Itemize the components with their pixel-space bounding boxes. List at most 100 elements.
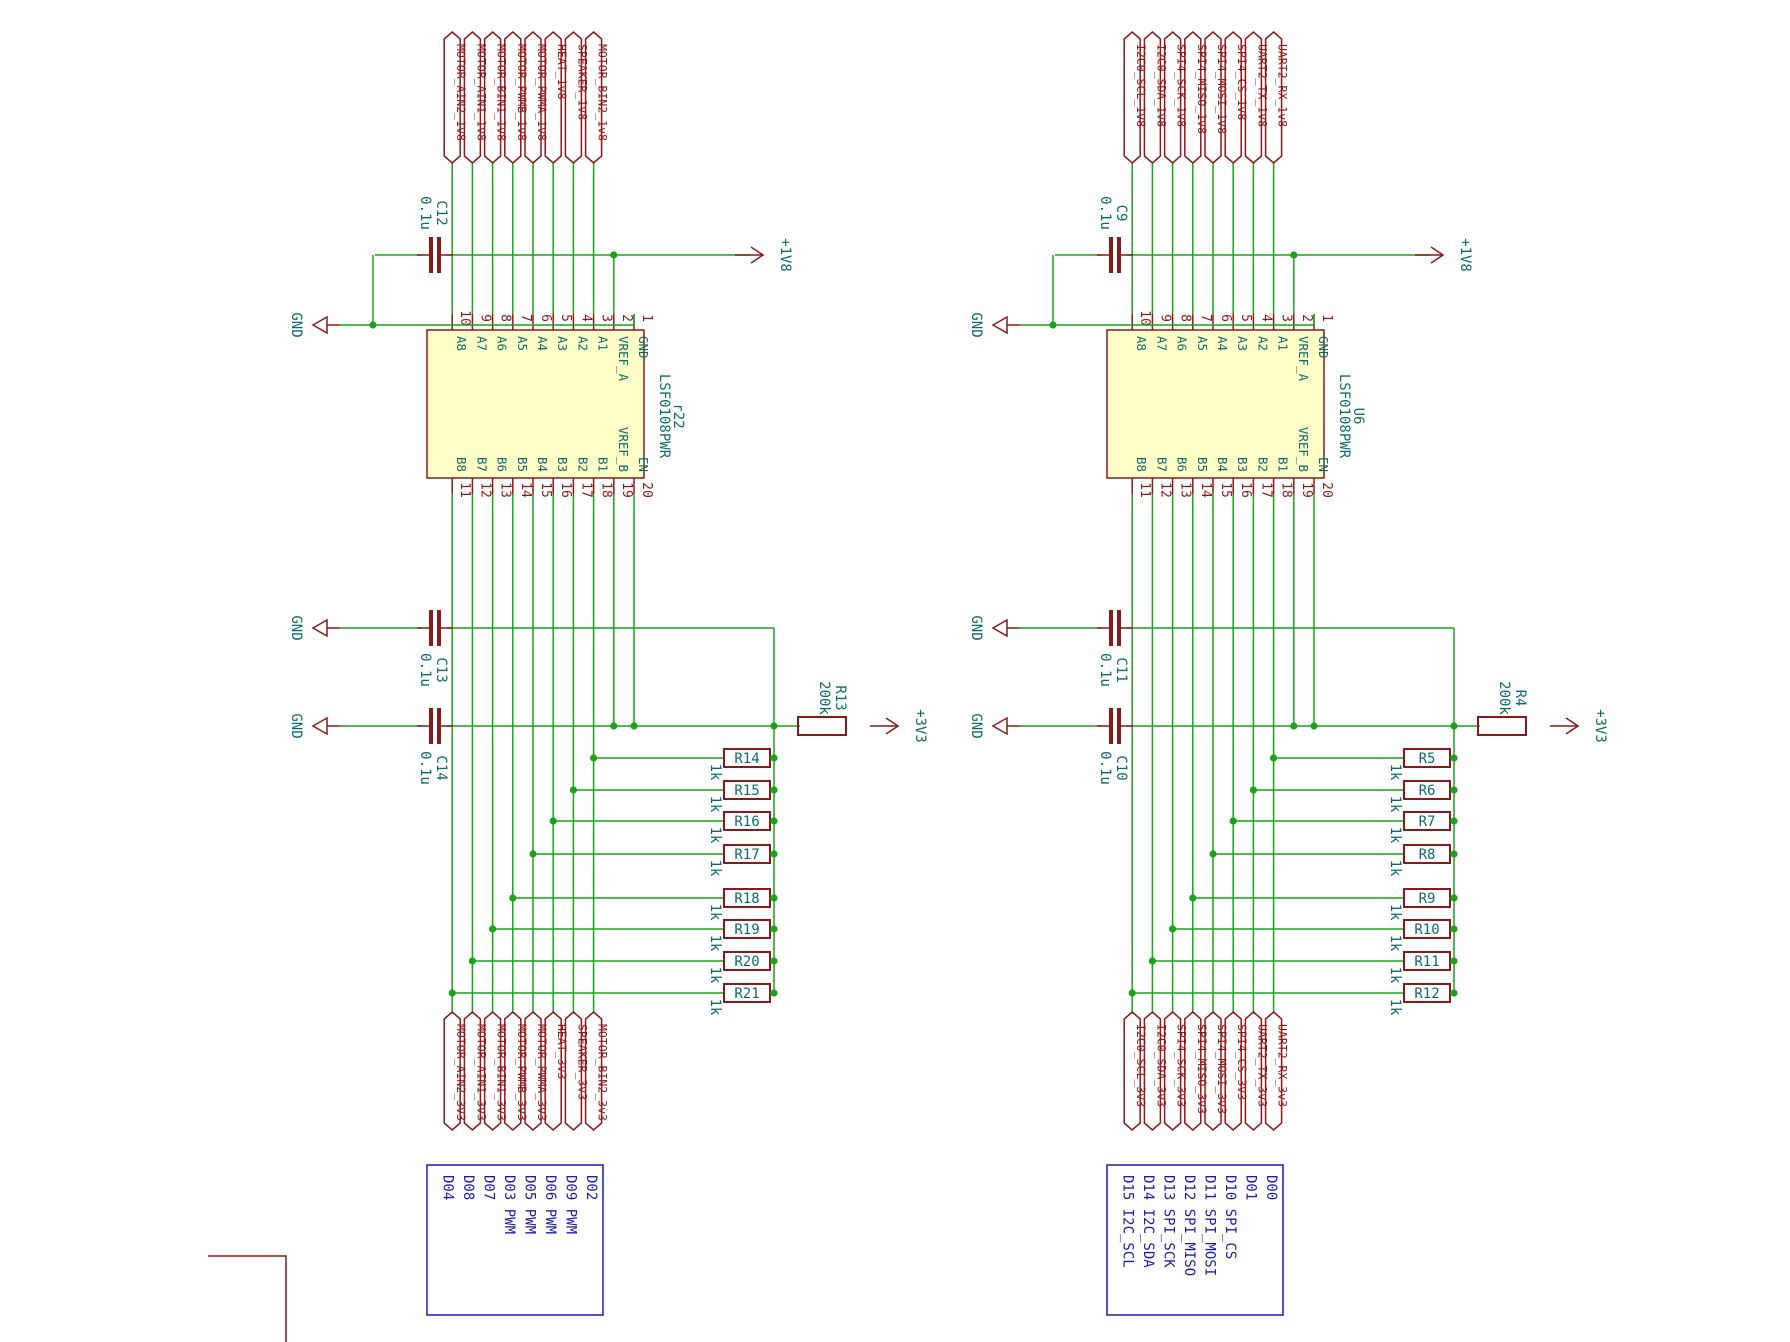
pin-name-group: B6	[1175, 457, 1190, 472]
label-3v3-shape	[463, 1011, 482, 1131]
pin-name-group: A8	[1134, 336, 1149, 351]
label-3v3: SPI4_CS_3v3	[1235, 1024, 1249, 1100]
pin-number: 18	[1279, 482, 1294, 498]
pin-number-group: 16	[558, 482, 573, 498]
pullup-value-group: 1k	[1387, 827, 1403, 844]
pullup-value-group: 1k	[1387, 860, 1403, 877]
pin-number-group: 20	[639, 482, 654, 498]
junction-dot	[509, 894, 517, 902]
pullup-value-group: 1k	[1387, 999, 1403, 1016]
pin-name: B5	[515, 457, 530, 472]
cap-low-ref: C14	[433, 755, 449, 780]
label-1v8-group: SPI4_SCK_1v8	[1175, 44, 1189, 127]
pin-name: B7	[474, 457, 489, 472]
pin-number: 15	[1218, 482, 1233, 498]
ic-body	[426, 329, 645, 479]
label-3v3-group: MOTOR_AIN1_3v3	[474, 1024, 488, 1121]
label-1v8-group: SPI4_MOSI_1v8	[1215, 44, 1229, 134]
pin-name-group: B3	[555, 457, 570, 472]
pin-name: A6	[495, 336, 510, 351]
note-box	[1106, 1164, 1284, 1316]
note-line-group: D12 SPI_MISO	[1181, 1175, 1197, 1276]
label-3v3-group: SPI4_CS_3v3	[1235, 1024, 1249, 1100]
pin-number-group: 15	[538, 482, 553, 498]
pin-number: 17	[578, 482, 593, 498]
label-1v8-shape	[584, 31, 603, 164]
label-3v3-shape	[1184, 1011, 1202, 1131]
pullup-ref: R14	[734, 751, 759, 767]
pullup-value: 1k	[1387, 967, 1403, 984]
label-3v3-group: I2C0_SCL_3v3	[1134, 1024, 1148, 1107]
label-3v3-group: UART2_TX_3v3	[1255, 1024, 1269, 1107]
pin-number-group: 20	[1319, 482, 1334, 498]
pin-name: A1	[596, 336, 611, 351]
pin-name-group: A2	[1255, 336, 1270, 351]
junction-dot	[1450, 722, 1458, 730]
pin-number-group: 17	[578, 482, 593, 498]
label-3v3-shape	[584, 1011, 603, 1131]
pin-name-group: B1	[1276, 457, 1291, 472]
label-1v8-group: MOTOR_PWMB_1v8	[515, 44, 529, 141]
junction-dot	[590, 754, 598, 762]
label-1v8: SPI4_MOSI_1v8	[1215, 44, 1229, 134]
junction-dot	[369, 321, 377, 329]
note-line: D06 PWM	[542, 1175, 558, 1234]
pin-name: B6	[1175, 457, 1190, 472]
pin-name-group: VREF_A	[616, 336, 631, 382]
pin-name: A5	[515, 336, 530, 351]
label-3v3-group: MOTOR_PWMA_3v3	[535, 1024, 549, 1121]
label-1v8: MOTOR_AIN1_1v8	[474, 44, 488, 141]
label-1v8-group: MOTOR_AIN1_1v8	[474, 44, 488, 141]
label-3v3: UART2_TX_3v3	[1255, 1024, 1269, 1107]
pin-name: VREF_B	[616, 427, 631, 472]
gnd-label: GND	[968, 615, 984, 640]
note-line: D14 I2C_SDA	[1140, 1175, 1156, 1268]
pullup-value-group: 1k	[707, 764, 723, 781]
pullup-ref: R11	[1414, 954, 1439, 970]
pin-number: 12	[477, 482, 492, 498]
label-1v8-group: MOTOR_BIN2_1v8	[596, 44, 610, 141]
pin-number: 8	[1178, 314, 1193, 322]
pin-number: 9	[1157, 314, 1172, 322]
label-1v8-shape	[483, 31, 502, 164]
pullup-value: 1k	[1387, 904, 1403, 921]
label-1v8-group: MOTOR_BIN1_1v8	[495, 44, 509, 141]
pin-number-group: 2	[1299, 314, 1314, 322]
label-3v3-group: MOTOR_PWMB_3v3	[515, 1024, 529, 1121]
pin-number: 4	[1258, 314, 1273, 322]
pin-name: A3	[555, 336, 570, 351]
junction-dot	[1049, 321, 1057, 329]
pin-name-group: B7	[1154, 457, 1169, 472]
cap-mid-ref: C13	[433, 657, 449, 682]
pin-name: B2	[1255, 457, 1270, 472]
junction-dot	[1229, 817, 1237, 825]
label-3v3-group: SPEAKER_3v3	[575, 1024, 589, 1100]
gnd-symbol	[991, 618, 1008, 638]
label-3v3: MOTOR_BIN2_3v3	[596, 1024, 610, 1121]
gnd-label: GND	[288, 713, 304, 738]
ic-value-group: LSF0108PWR	[1336, 374, 1352, 459]
pwr-3v3-label: +3V3	[1592, 709, 1608, 743]
pin-number: 6	[1218, 314, 1233, 322]
label-1v8-group: UART2_RX_1v8	[1276, 44, 1290, 127]
pullup-value: 1k	[707, 967, 723, 984]
junction-dot	[1310, 722, 1318, 730]
pin-number-group: 12	[1157, 482, 1172, 498]
rpull-ref-group: R4	[1512, 690, 1528, 707]
label-3v3-group: HEAT_3v3	[555, 1024, 569, 1079]
gnd-symbol	[311, 618, 328, 638]
rpull-value-group: 200k	[1496, 681, 1512, 715]
pin-name-group: A5	[515, 336, 530, 351]
label-3v3-group: MOTOR_BIN2_3v3	[596, 1024, 610, 1121]
cap-low-ref-group: C10	[1113, 755, 1129, 780]
pin-number: 5	[558, 314, 573, 322]
pin-name: A8	[1134, 336, 1149, 351]
pin-name: B1	[596, 457, 611, 472]
pin-name: GND	[1316, 336, 1331, 359]
cap-top-value: 0.1u	[417, 196, 433, 230]
label-1v8-shape	[564, 31, 583, 164]
cap-mid-value: 0.1u	[417, 653, 433, 687]
pullup-value: 1k	[707, 827, 723, 844]
note-line-group: D09 PWM	[563, 1175, 579, 1234]
